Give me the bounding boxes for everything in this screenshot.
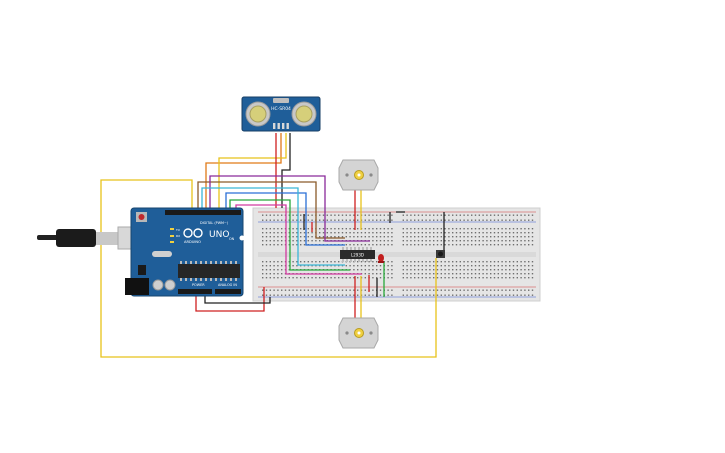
wire-black-gnd xyxy=(281,133,291,208)
wire-magenta xyxy=(235,204,362,275)
wire-brown xyxy=(197,181,345,239)
wire-yellow-loop xyxy=(100,179,437,358)
rx-label: RX xyxy=(176,234,180,238)
led-icon[interactable] xyxy=(378,254,384,263)
wire-black-gnd2 xyxy=(204,293,271,304)
dc-motor-bottom-icon[interactable] xyxy=(338,317,379,349)
arduino-brand-label: UNO xyxy=(209,230,229,240)
wire-purple xyxy=(209,175,370,242)
wire-red-5v xyxy=(195,287,265,312)
pushbutton-icon[interactable] xyxy=(436,250,445,258)
wire-blue xyxy=(225,192,345,246)
motor-driver-label: L293D xyxy=(351,253,364,258)
dc-motor-icon[interactable] xyxy=(338,159,379,191)
arduino-logo-icon xyxy=(183,228,203,238)
arduino-maker-label: ARDUINO xyxy=(184,240,201,244)
wires[interactable] xyxy=(100,133,445,358)
microcontroller-chip xyxy=(178,264,240,278)
breadboard[interactable] xyxy=(252,207,541,302)
power-pins-label: POWER xyxy=(192,283,205,287)
arduino-uno[interactable]: UNO ARDUINO DIGITAL (PWM~) POWER ANALOG … xyxy=(37,207,245,297)
power-header[interactable] xyxy=(178,289,212,294)
analog-pins-label: ANALOG IN xyxy=(218,283,237,287)
wire-cyan xyxy=(201,187,345,266)
wire-green xyxy=(229,199,350,271)
digital-pins-label: DIGITAL (PWM~) xyxy=(200,221,229,225)
wire-yellow-2 xyxy=(218,133,287,210)
ultrasonic-sensor[interactable]: HC-SR04 xyxy=(241,96,321,132)
motor-driver-ic[interactable]: L293D xyxy=(340,247,375,262)
analog-header[interactable] xyxy=(215,289,241,294)
on-led-label: ON xyxy=(229,237,235,241)
tx-label: TX xyxy=(175,228,180,232)
digital-header[interactable] xyxy=(165,210,241,215)
wire-orange-1 xyxy=(205,133,282,210)
sensor-model-label: HC-SR04 xyxy=(271,106,291,112)
